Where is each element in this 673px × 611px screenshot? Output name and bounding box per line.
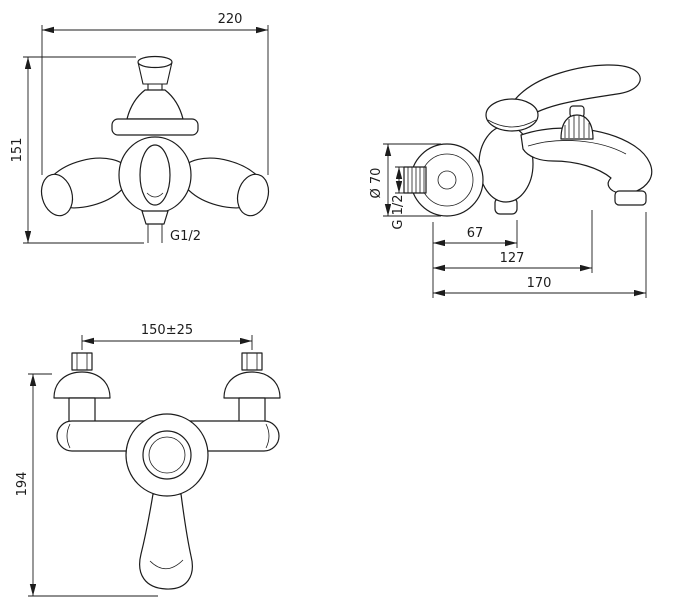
threaded-inlet-nipple: [403, 166, 427, 194]
center-ring-inner: [148, 436, 186, 474]
diverter-knurl-lines: [564, 116, 590, 138]
union-flange: [53, 371, 111, 399]
union-flange: [223, 371, 281, 399]
aerator-cup: [137, 61, 173, 85]
width-extension-lines: [41, 25, 269, 175]
union-nut: [241, 352, 263, 371]
spout-collar: [111, 118, 199, 136]
diverter-cap: [560, 114, 594, 140]
handle-dome: [485, 98, 539, 132]
thread-hatch-lines: [407, 167, 425, 193]
union-nut-facets: [246, 353, 258, 370]
dome-rim-line: [487, 119, 537, 128]
handle-detail-line: [146, 192, 164, 198]
body-end-caps: [66, 423, 270, 449]
wall-union-right: [223, 352, 281, 427]
bottom-outlet: [141, 210, 169, 225]
outlet-thread-label: G1/2: [170, 229, 201, 244]
depth-total-label: 170: [527, 276, 552, 291]
wall-union-left: [53, 352, 111, 427]
depth-body-label: 67: [467, 226, 484, 241]
center-ring-outer: [142, 430, 192, 480]
handle-foot-line: [149, 559, 184, 570]
handle-lever: [139, 493, 193, 590]
flange-dim-label: Ø 70: [369, 168, 384, 199]
outlet-thread-leaders: [147, 224, 163, 243]
view-bath-mixer-front: G1/2 220 151: [10, 12, 270, 244]
height-extension-lines: [23, 56, 144, 244]
union-nut: [71, 352, 93, 371]
view-shower-mixer-front: 150±25 194: [15, 323, 281, 597]
spout-bell: [126, 89, 184, 120]
depth-extension-lines: [432, 210, 647, 298]
left-wall-boss: [40, 173, 74, 217]
spout-contour-line: [527, 140, 627, 155]
wall-flange-hub: [437, 170, 457, 190]
view-bath-mixer-side: Ø 70 G 1/2 67 127 170: [369, 64, 653, 298]
aerator-stem: [147, 83, 163, 91]
aerator-rim: [137, 55, 173, 69]
handle-front: [139, 144, 171, 206]
spout-outlet: [614, 190, 647, 206]
height-dim-label: 151: [10, 138, 25, 163]
inlet-extension-lines: [395, 166, 404, 194]
depth-diverter-label: 127: [500, 251, 525, 266]
width-dim-label: 220: [218, 12, 243, 27]
inlet-thread-label: G 1/2: [391, 194, 406, 229]
union-nut-facets: [76, 353, 88, 370]
right-wall-boss: [236, 173, 270, 217]
centers-dim-label: 150±25: [141, 323, 193, 338]
flange-extension-lines: [383, 143, 441, 217]
height-dim-label: 194: [15, 472, 30, 497]
